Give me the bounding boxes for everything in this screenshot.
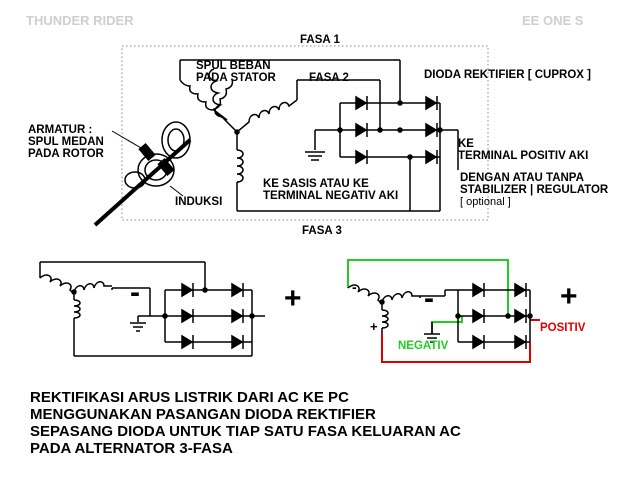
induction-label: INDUKSI [175,196,223,208]
armature-label: ARMATUR : SPUL MEDAN PADA ROTOR [28,124,104,161]
bottom-left-minus: - [130,276,140,309]
positive-wire [381,334,531,363]
bottom-right-schematic [347,259,540,363]
header-left-title: THUNDER RIDER [26,13,134,28]
caption-line-2: MENGGUNAKAN PASANGAN DIODA REKTIFIER [30,406,376,423]
regulator-label: DENGAN ATAU TANPA STABILIZER | REGULATOR [460,172,609,197]
negative-label: NEGATIV [398,340,449,352]
caption-line-4: PADA ALTERNATOR 3-FASA [30,440,233,457]
rectifier-label: DIODA REKTIFIER [ CUPROX ] [424,69,591,81]
rotor-armature [93,121,192,227]
bottom-right-minus-small: - [352,279,357,295]
bottom-right-plus: + [560,280,578,313]
phase2-label: FASA 2 [309,72,349,84]
alternator-frame [121,45,489,221]
top-schematic [93,45,489,227]
negative-wire [347,259,509,316]
positive-terminal-label: KE TERMINAL POSITIV AKI [458,138,589,163]
stator-coil-label: SPUL BEBAN PADA STATOR [196,60,276,85]
stator-star-coils [179,59,441,212]
bottom-left-plus: + [284,282,302,315]
optional-label: [ optional ] [460,196,511,208]
caption-line-3: SEPASANG DIODA UNTUK TIAP SATU FASA KELU… [30,423,461,440]
positive-label: POSITIV [540,322,586,334]
phase1-label: FASA 1 [300,34,340,46]
diode-bridge-top [305,95,459,211]
ground-label: KE SASIS ATAU KE TERMINAL NEGATIV AKI [263,178,399,203]
bottom-left-schematic [39,261,265,357]
bottom-right-plus-small: + [370,319,378,334]
phase3-label: FASA 3 [302,225,342,237]
bottom-right-minus: - [424,282,434,315]
header-right-title: EE ONE S [522,13,584,28]
caption-line-1: REKTIFIKASI ARUS LISTRIK DARI AC KE PC [30,389,349,406]
